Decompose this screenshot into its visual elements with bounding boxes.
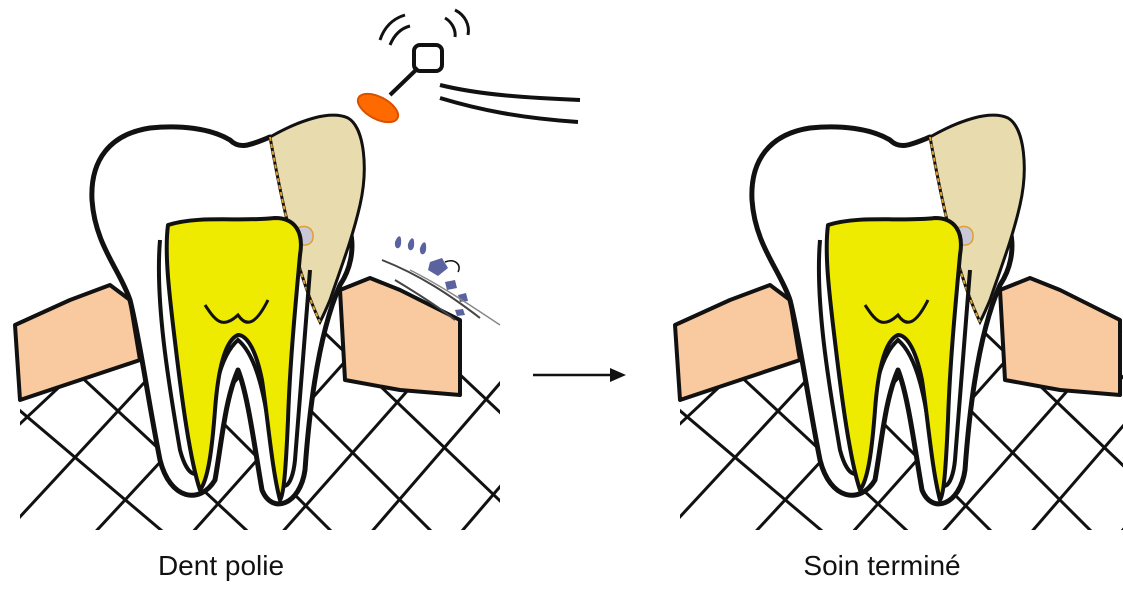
polishing-tooth-illustration xyxy=(0,115,540,580)
caption-left: Dent polie xyxy=(71,548,371,584)
finished-tooth-illustration xyxy=(620,115,1123,580)
polishing-handpiece-icon xyxy=(380,10,580,122)
caption-right: Soin terminé xyxy=(732,548,1032,584)
arrow-right-icon xyxy=(533,368,626,382)
polishing-cup-icon xyxy=(353,88,402,128)
